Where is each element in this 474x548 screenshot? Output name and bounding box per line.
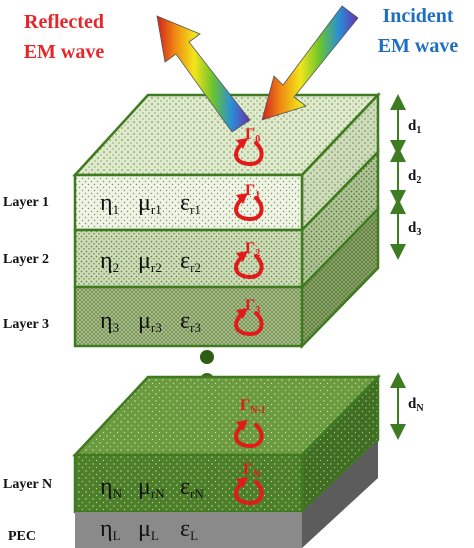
svg-text:εr1: εr1 — [180, 190, 201, 217]
svg-text:η1: η1 — [100, 190, 119, 217]
svg-text:εrN: εrN — [180, 474, 204, 501]
svg-text:μrN: μrN — [138, 474, 165, 501]
side-pec — [302, 440, 378, 548]
svg-text:ηN: ηN — [100, 474, 123, 501]
reflected-title-line2: EM wave — [24, 41, 105, 63]
svg-text:εr2: εr2 — [180, 248, 201, 275]
layer-label-n: Layer N — [3, 477, 52, 492]
dn-label: dN — [408, 396, 424, 414]
loop-gamma-n — [234, 480, 264, 505]
front-layer-3 — [73, 285, 304, 348]
svg-text:μr1: μr1 — [138, 190, 162, 217]
top-stack — [72, 91, 381, 350]
reflection-loops — [234, 141, 264, 505]
svg-text:εr3: εr3 — [180, 308, 201, 335]
params-pec: ηL μL εL — [100, 516, 198, 543]
d2-label: d2 — [408, 168, 421, 186]
gamma-0-label: Γ0 — [245, 126, 260, 145]
gamma-n1-label: ΓN-1 — [240, 397, 266, 416]
layer-label-3: Layer 3 — [3, 317, 49, 332]
svg-text:μL: μL — [138, 516, 159, 543]
gamma-2-label: Γ2 — [245, 240, 260, 259]
reflected-wave-arrow — [156, 15, 251, 133]
reflected-title-line1: Reflected — [24, 11, 104, 33]
svg-text:μr3: μr3 — [138, 308, 162, 335]
loop-gamma-3 — [234, 311, 264, 336]
incident-title-line1: Incident — [382, 5, 453, 27]
svg-text:η2: η2 — [100, 248, 119, 275]
layer-label-pec: PEC — [8, 529, 36, 544]
gamma-1-label: Γ1 — [245, 182, 260, 201]
loop-gamma-2 — [234, 254, 264, 279]
incident-title-line2: EM wave — [378, 35, 459, 57]
d3-label: d3 — [408, 220, 421, 238]
front-pec — [75, 512, 302, 548]
loop-gamma-1 — [234, 196, 264, 221]
incident-wave-arrow — [261, 5, 359, 121]
svg-text:μr2: μr2 — [138, 248, 162, 275]
params-layer-2: η2 μr2 εr2 — [100, 248, 201, 275]
loop-gamma-n1 — [234, 423, 264, 448]
loop-gamma-0 — [234, 141, 264, 166]
gamma-n-label: ΓN — [243, 461, 261, 480]
svg-text:εL: εL — [180, 516, 198, 543]
d1-label: d1 — [408, 118, 421, 136]
params-layer-3: η3 μr3 εr3 — [100, 308, 201, 335]
svg-text:η3: η3 — [100, 308, 119, 335]
front-layer-2 — [73, 228, 304, 289]
layer-label-1: Layer 1 — [3, 195, 49, 210]
layer-label-2: Layer 2 — [3, 252, 49, 267]
svg-text:ηL: ηL — [100, 516, 121, 543]
reflection-loop-heads — [236, 138, 248, 488]
bottom-stack — [72, 373, 381, 548]
params-layer-1: η1 μr1 εr1 — [100, 190, 201, 217]
gamma-3-label: Γ3 — [245, 297, 260, 316]
params-layer-n: ηN μrN εrN — [100, 474, 204, 501]
